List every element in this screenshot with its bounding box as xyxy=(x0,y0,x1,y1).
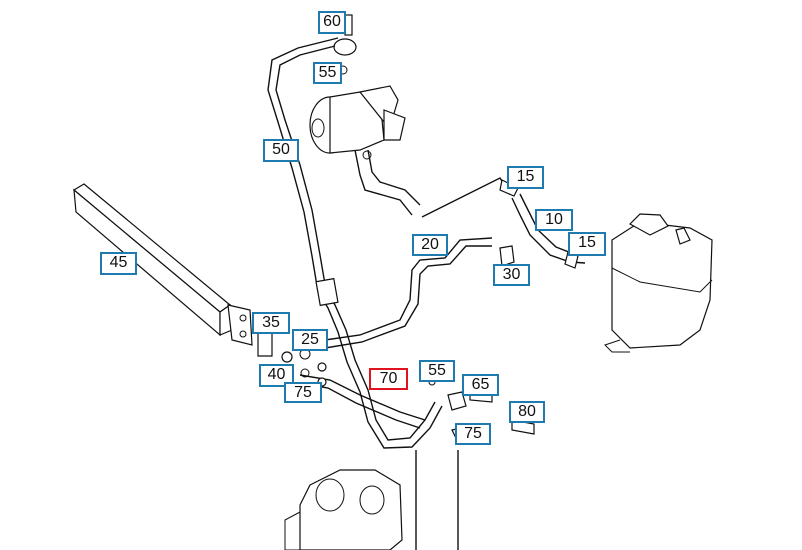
bolt-60 xyxy=(333,14,357,75)
oil-cooler xyxy=(72,183,253,346)
callout-20[interactable]: 20 xyxy=(412,234,448,256)
callout-45[interactable]: 45 xyxy=(100,252,137,275)
callout-50[interactable]: 50 xyxy=(263,139,299,162)
callout-55-bottom[interactable]: 55 xyxy=(419,360,455,382)
hose-10 xyxy=(421,177,587,269)
callout-10[interactable]: 10 xyxy=(535,209,573,231)
callout-60[interactable]: 60 xyxy=(318,11,346,34)
hose-50 xyxy=(267,37,443,449)
reservoir-tank xyxy=(604,213,713,353)
power-steering-pump xyxy=(309,85,421,216)
callout-40[interactable]: 40 xyxy=(259,364,294,387)
callout-25[interactable]: 25 xyxy=(292,329,328,351)
callout-75-left[interactable]: 75 xyxy=(284,382,322,403)
callout-30[interactable]: 30 xyxy=(493,264,530,286)
clamp-30 xyxy=(499,245,515,267)
steering-gear xyxy=(284,450,459,550)
callout-65[interactable]: 65 xyxy=(462,374,499,396)
callout-80[interactable]: 80 xyxy=(509,401,545,423)
callout-75-right[interactable]: 75 xyxy=(455,423,491,445)
callout-15-lower[interactable]: 15 xyxy=(568,232,606,256)
callout-70[interactable]: 70 xyxy=(369,368,408,390)
callout-55-top[interactable]: 55 xyxy=(313,62,342,84)
callout-15-upper[interactable]: 15 xyxy=(507,166,544,189)
callout-35[interactable]: 35 xyxy=(252,312,290,334)
